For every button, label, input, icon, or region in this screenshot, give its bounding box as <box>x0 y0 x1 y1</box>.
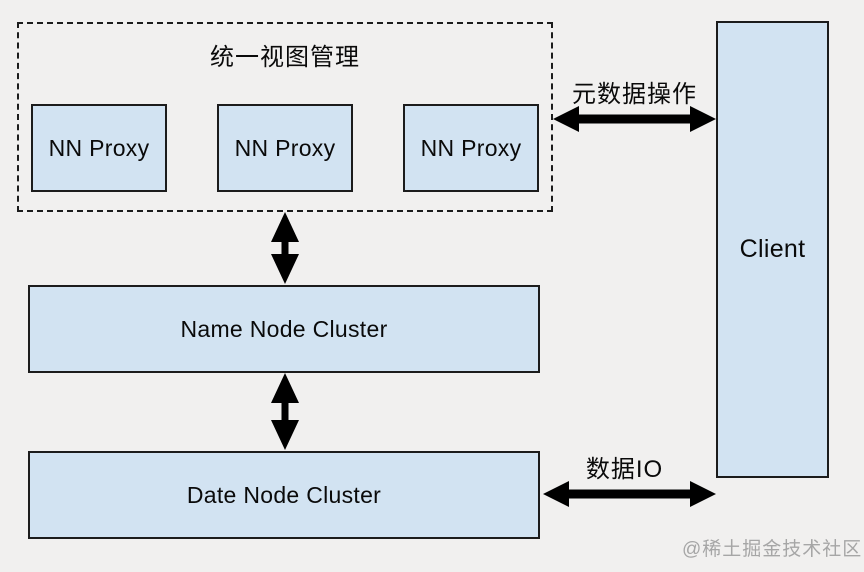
client-node: Client <box>716 21 829 478</box>
data-io-double-arrow-icon <box>543 481 716 507</box>
nn-proxy-label: NN Proxy <box>48 134 150 161</box>
nn-proxy-node-2: NN Proxy <box>217 104 353 192</box>
nn-proxy-label: NN Proxy <box>234 134 336 161</box>
nn-proxy-node-1: NN Proxy <box>31 104 167 192</box>
name-node-cluster-node: Name Node Cluster <box>28 285 540 373</box>
metadata-ops-double-arrow-icon <box>553 106 716 132</box>
watermark: @稀土掘金技术社区 <box>682 539 863 560</box>
name-node-cluster-label: Name Node Cluster <box>180 315 388 342</box>
data-io-edge-label: 数据IO <box>585 456 664 483</box>
proxy-namenode-double-arrow-icon <box>271 212 299 284</box>
data-node-cluster-label: Date Node Cluster <box>186 481 382 508</box>
data-node-cluster-node: Date Node Cluster <box>28 451 540 539</box>
nn-proxy-label: NN Proxy <box>420 134 522 161</box>
namenode-datanode-double-arrow-icon <box>271 373 299 450</box>
unified-view-group-frame <box>17 22 553 212</box>
unified-view-group-title: 统一视图管理 <box>210 44 360 71</box>
metadata-ops-edge-label: 元数据操作 <box>572 81 697 108</box>
client-label: Client <box>739 235 806 263</box>
nn-proxy-node-3: NN Proxy <box>403 104 539 192</box>
